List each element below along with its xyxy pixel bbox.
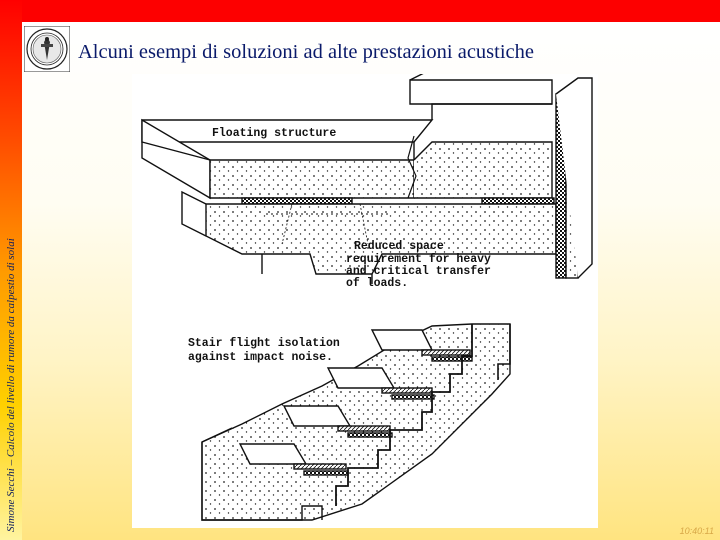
slide-title: Alcuni esempi di soluzioni ad alte prest… <box>78 41 534 63</box>
left-bar <box>0 0 22 540</box>
timestamp: 10:40:11 <box>679 526 714 536</box>
label-reduced-space: Reduced space <box>354 240 444 253</box>
label-floating-structure: Floating structure <box>212 127 336 140</box>
label-impact-noise: against impact noise. <box>188 351 333 364</box>
side-caption: Simone Secchi – Calcolo del livello di r… <box>5 238 17 532</box>
stair-flight-diagram <box>201 323 511 521</box>
acoustic-detail-drawing: Floating structure Reduced space require… <box>132 74 598 528</box>
top-bar <box>0 0 720 22</box>
label-critical-transfer: and critical transfer <box>346 265 491 278</box>
label-requirement: requirement for heavy <box>346 253 491 266</box>
label-of-loads: of loads. <box>346 277 408 290</box>
label-stair-flight-isolation: Stair flight isolation <box>188 337 340 350</box>
floating-structure-diagram <box>141 74 593 284</box>
university-seal-logo <box>23 25 71 73</box>
